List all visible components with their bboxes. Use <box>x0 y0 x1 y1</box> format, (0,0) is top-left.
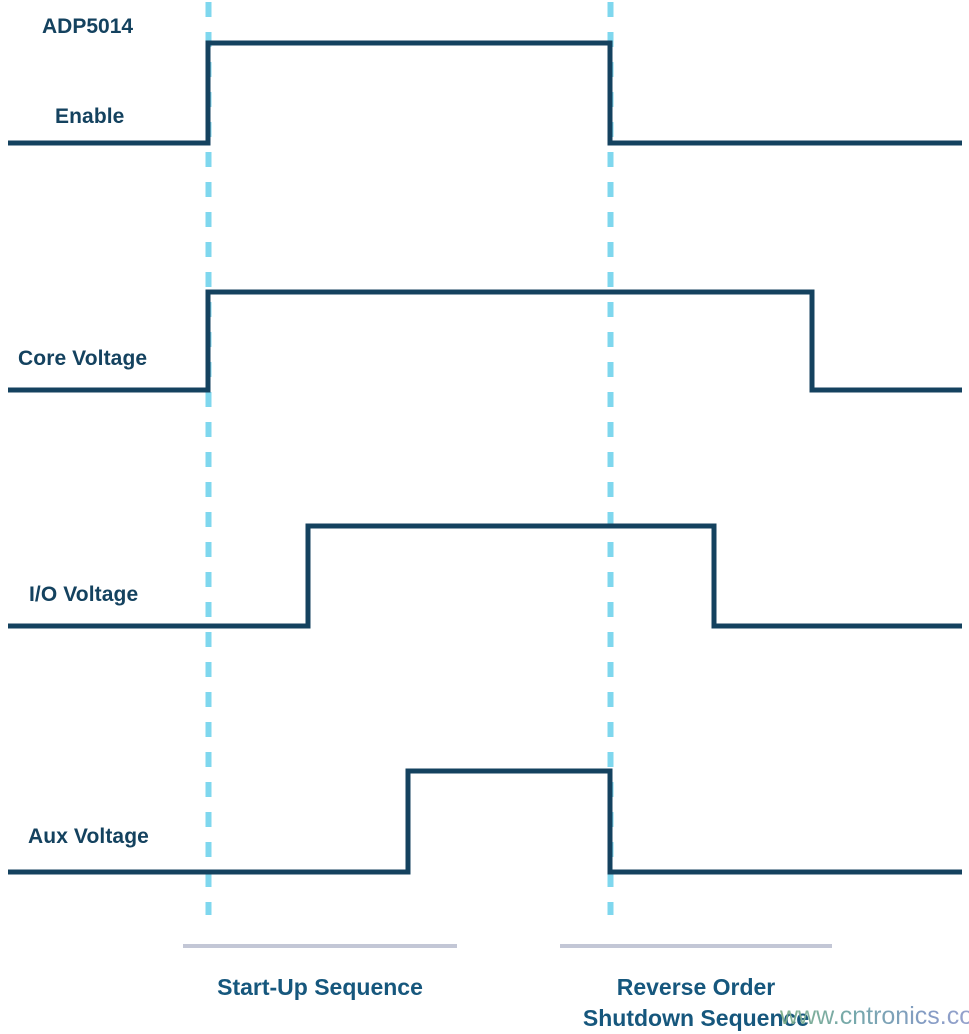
annotation-startup-sequence: Start-Up Sequence <box>217 974 423 1000</box>
annotation-shutdown-sequence-line1: Reverse Order <box>616 974 776 1000</box>
signal-label-core-voltage: Core Voltage <box>18 347 148 370</box>
waveform-core-voltage <box>8 289 962 393</box>
signal-label-io-voltage: I/O Voltage <box>29 583 139 606</box>
waveform-enable <box>8 40 962 146</box>
waveform-aux-voltage <box>8 768 962 875</box>
watermark-text: www.cntronics.com <box>780 1002 969 1031</box>
waveform-io-voltage <box>8 523 962 629</box>
annotation-shutdown-sequence-line2: Shutdown Sequence <box>582 1005 810 1031</box>
signal-label-enable: Enable <box>55 105 125 128</box>
part-number-label: ADP5014 <box>42 15 134 38</box>
signal-label-aux-voltage: Aux Voltage <box>28 825 149 848</box>
